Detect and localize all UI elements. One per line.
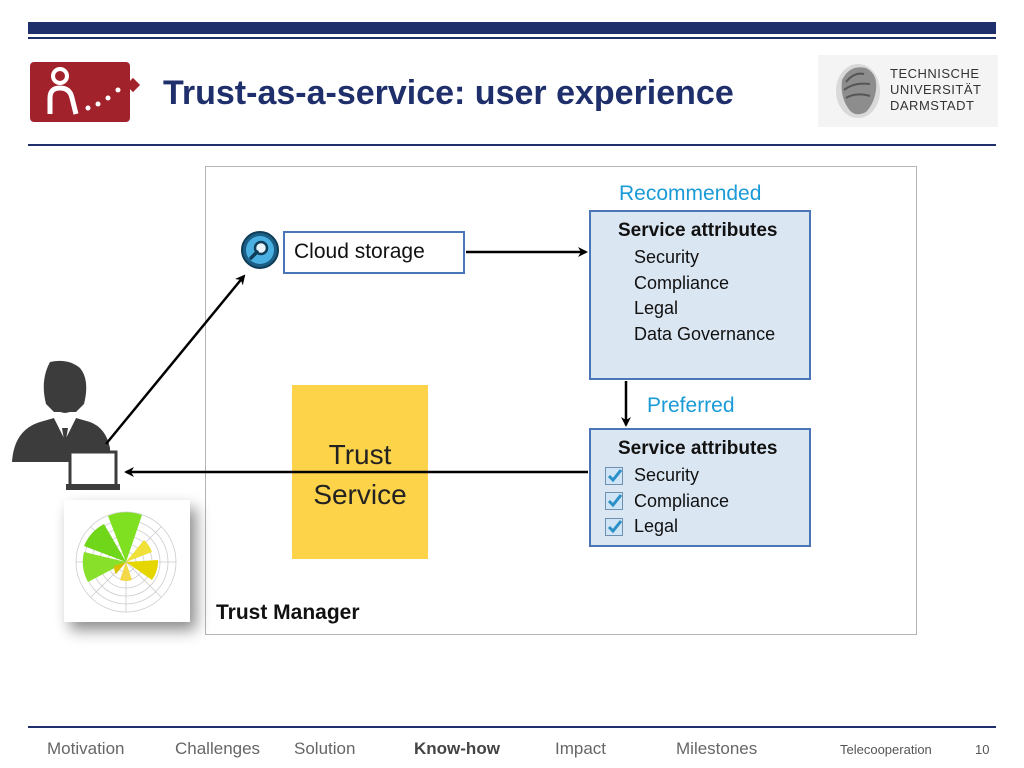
footer-section: Telecooperation [840, 742, 932, 757]
preferred-attribute: Security [634, 465, 700, 485]
checkbox-checked-icon [605, 518, 623, 536]
university-seal-icon [832, 60, 884, 122]
footer-nav-solution[interactable]: Solution [294, 739, 356, 758]
search-query-text: Cloud storage [294, 240, 425, 263]
recommended-attributes-box: Service attributes Security Compliance L… [589, 210, 811, 380]
footer-nav-motivation[interactable]: Motivation [47, 739, 125, 758]
recommended-attributes-title: Service attributes [618, 220, 778, 241]
preferred-attribute: Compliance [634, 491, 730, 511]
trust-chart-thumbnail [64, 500, 190, 622]
recommended-label: Recommended [619, 182, 762, 205]
checkbox-checked-icon [605, 467, 623, 485]
university-name-line: TECHNISCHE [890, 66, 980, 81]
user-with-laptop-icon [10, 358, 122, 492]
footer-nav-know-how[interactable]: Know-how [414, 739, 500, 758]
preferred-attributes-box: Service attributes Security Compliance L… [589, 428, 811, 547]
recommended-attribute: Data Governance [634, 324, 776, 344]
search-query-box [283, 231, 465, 274]
top-bar-rule [28, 37, 996, 39]
checkbox-checked-icon [605, 492, 623, 510]
trust-service-label-line: Trust [328, 439, 392, 470]
project-logo [30, 62, 130, 122]
preferred-attribute: Legal [634, 516, 679, 536]
slide-title: Trust-as-a-service: user experience [163, 74, 734, 112]
recommended-attribute: Security [634, 247, 700, 267]
trust-service-label: Trust Service [292, 435, 428, 515]
preferred-attributes-title: Service attributes [618, 438, 778, 459]
footer-nav-challenges[interactable]: Challenges [175, 739, 261, 758]
top-bar [28, 22, 996, 34]
footer-rule [28, 726, 996, 728]
header-rule [28, 144, 996, 146]
footer-nav-milestones[interactable]: Milestones [676, 739, 758, 758]
university-name: TECHNISCHE UNIVERSITÄT DARMSTADT [890, 66, 981, 114]
university-name-line: UNIVERSITÄT [890, 82, 982, 97]
recommended-attribute: Legal [634, 298, 679, 318]
university-name-line: DARMSTADT [890, 98, 975, 113]
trust-service-label-line: Service [313, 479, 407, 510]
search-icon [240, 230, 280, 270]
footer-nav-impact[interactable]: Impact [555, 739, 607, 758]
preferred-label: Preferred [647, 394, 735, 417]
page-number: 10 [975, 742, 990, 757]
trust-manager-label: Trust Manager [216, 601, 360, 624]
recommended-attribute: Compliance [634, 273, 730, 293]
